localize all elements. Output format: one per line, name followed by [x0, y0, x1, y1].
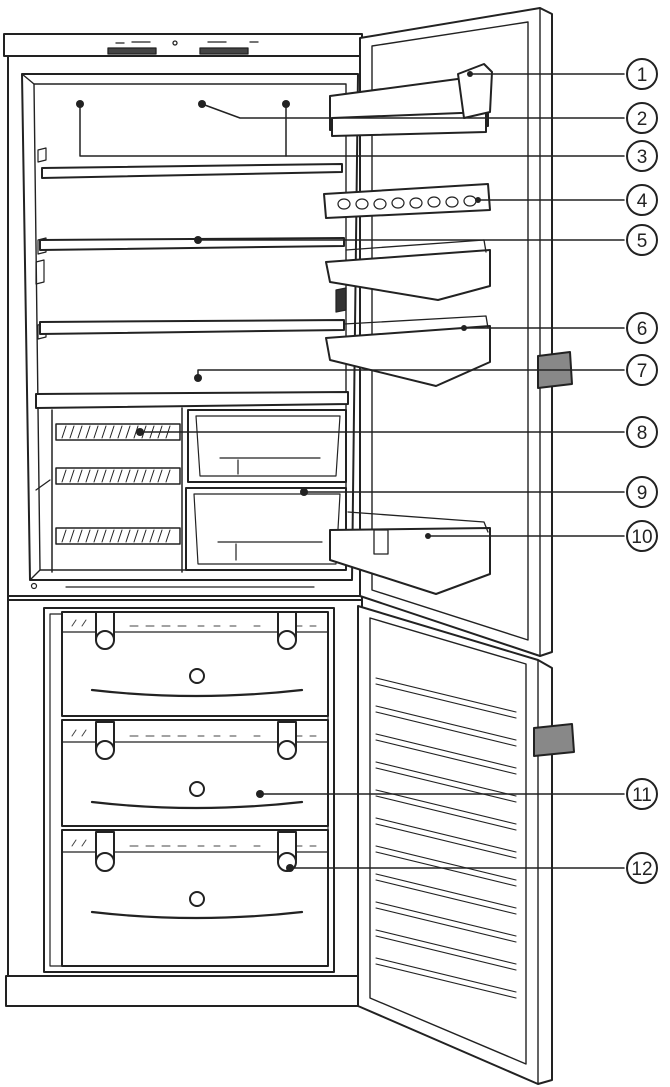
glass-shelf-bottom[interactable]	[35, 391, 349, 409]
egg-tray[interactable]	[323, 183, 491, 219]
callout-3: 3	[626, 140, 658, 172]
freezer-door-ribs	[375, 677, 517, 999]
callout-5: 5	[626, 224, 658, 256]
svg-text:6: 6	[637, 319, 648, 340]
wire-shelf-3[interactable]	[55, 527, 181, 545]
callout-1: 1	[626, 58, 658, 90]
callout-2: 2	[626, 102, 658, 134]
leader-lines	[79, 73, 625, 869]
svg-text:1: 1	[637, 65, 648, 86]
bottle-rack[interactable]	[329, 511, 491, 595]
callout-6: 6	[626, 312, 658, 344]
freezer-door-handle[interactable]	[533, 723, 575, 757]
svg-text:12: 12	[631, 859, 652, 880]
wire-shelf-2[interactable]	[55, 467, 181, 485]
svg-text:7: 7	[637, 361, 648, 382]
svg-text:11: 11	[632, 785, 652, 806]
glass-shelf-3[interactable]	[39, 319, 345, 335]
control-panel	[107, 40, 259, 55]
callouts: 1 2 3 4 5 6 7 8	[626, 58, 658, 884]
crisper-drawer-lower[interactable]	[185, 487, 347, 571]
freeze-indicator-slider[interactable]	[95, 611, 297, 872]
door-bin-middle[interactable]	[325, 239, 491, 301]
svg-text:10: 10	[631, 527, 652, 548]
callout-4: 4	[626, 184, 658, 216]
svg-text:9: 9	[637, 483, 648, 504]
callout-12: 12	[626, 852, 658, 884]
callout-9: 9	[626, 476, 658, 508]
svg-text:8: 8	[637, 423, 648, 444]
svg-text:2: 2	[637, 109, 648, 130]
freezer-door[interactable]	[357, 605, 553, 1085]
freezer-date-scale	[71, 619, 317, 847]
svg-text:5: 5	[637, 231, 648, 252]
glass-shelf-1[interactable]	[41, 163, 343, 179]
callout-11: 11	[626, 778, 658, 810]
svg-text:3: 3	[637, 147, 648, 168]
callout-8: 8	[626, 416, 658, 448]
glass-shelf-2[interactable]	[39, 237, 345, 251]
leader-dots	[76, 71, 481, 872]
callout-7: 7	[626, 354, 658, 386]
callout-10: 10	[626, 520, 658, 552]
svg-text:4: 4	[637, 191, 648, 212]
crisper-drawer-upper[interactable]	[187, 409, 347, 483]
